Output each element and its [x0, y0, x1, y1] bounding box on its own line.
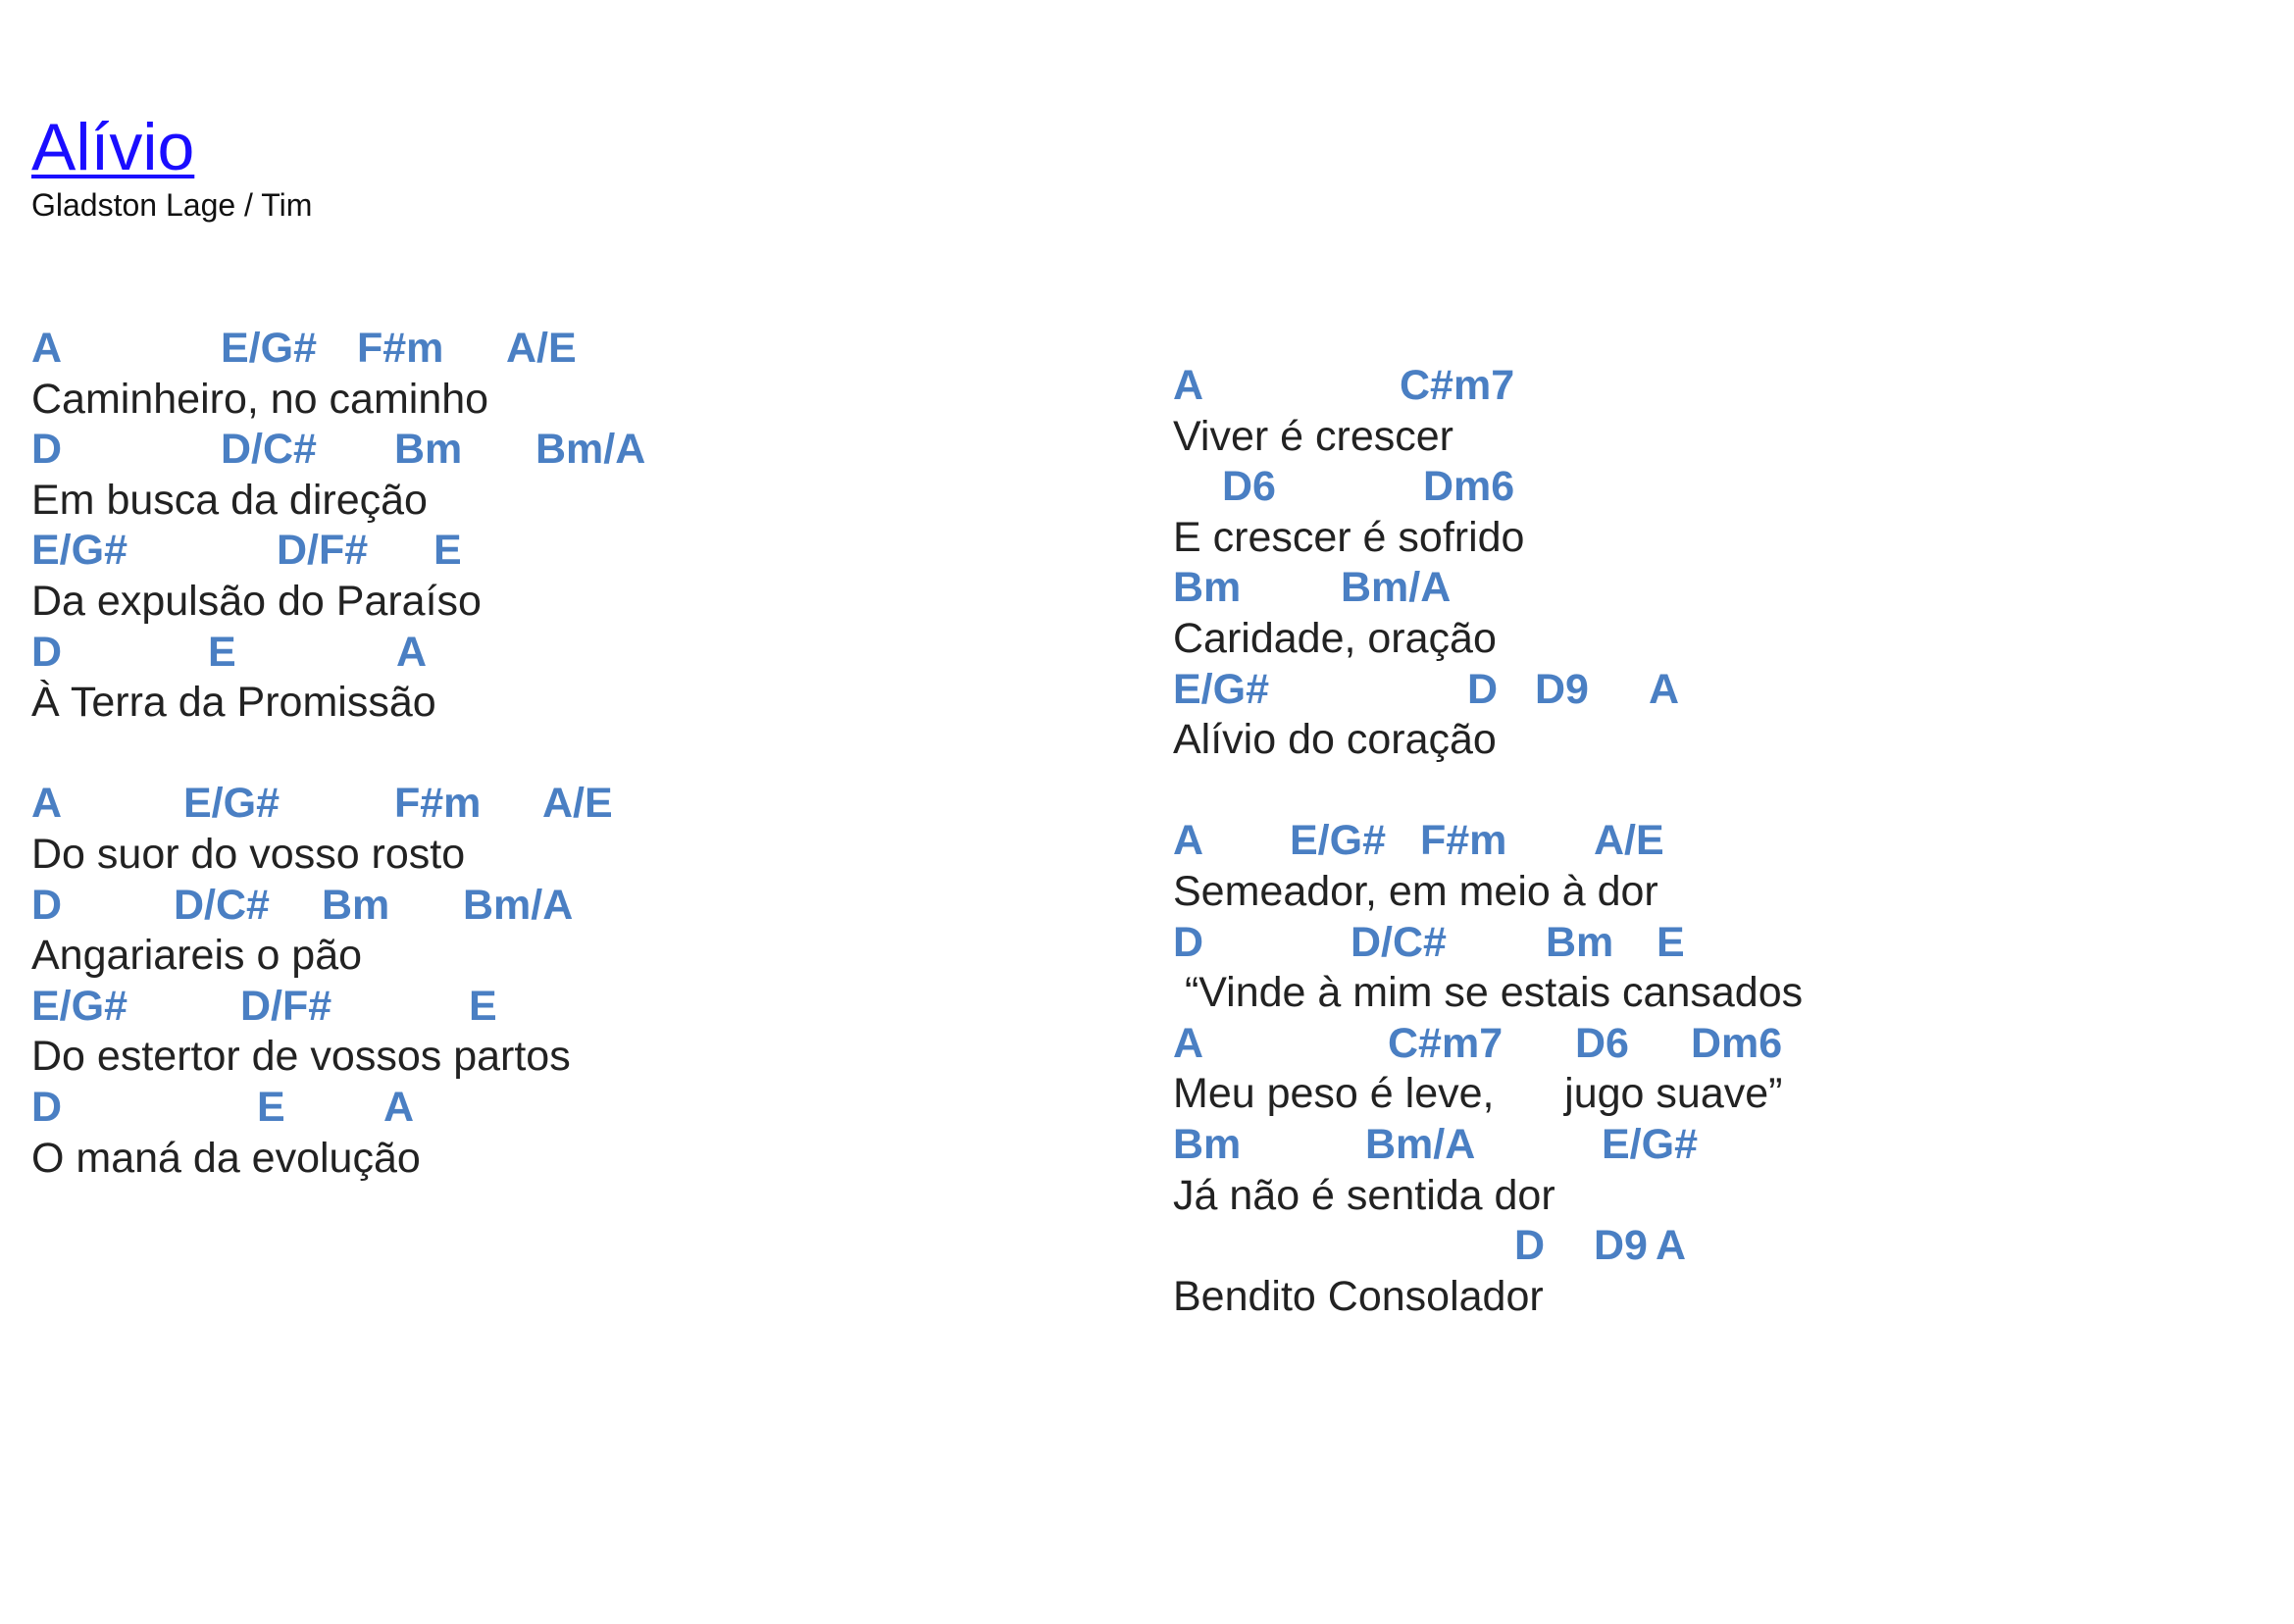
lyric-line: Caminheiro, no caminho	[31, 375, 489, 423]
chord: F#m	[1420, 817, 1507, 865]
chord: D6	[1222, 463, 1276, 511]
chord: D9	[1535, 665, 1589, 713]
chord-line: Bm Bm/A	[1173, 563, 2271, 614]
chord: Dm6	[1691, 1019, 1783, 1067]
lyric-line: Alívio do coração	[1173, 716, 1497, 764]
chord-line: Bm Bm/A E/G#	[1173, 1120, 2271, 1171]
chord: D/C#	[1351, 918, 1447, 966]
chord: D	[31, 1083, 63, 1131]
chord: Bm/A	[1365, 1120, 1476, 1168]
chord: D	[31, 628, 63, 676]
chord: Dm6	[1423, 463, 1515, 511]
chord-line: E/G# D/F# E	[31, 526, 1130, 577]
chord: E	[1657, 918, 1685, 966]
chord: C#m7	[1388, 1019, 1504, 1067]
lyric-line: “Vinde à mim se estais cansados	[1173, 969, 1804, 1017]
chord: A	[1649, 665, 1680, 713]
chord: F#m	[357, 325, 444, 372]
chord: A/E	[506, 325, 577, 372]
lyric-line: Meu peso é leve, jugo suave”	[1173, 1070, 1783, 1118]
lyric-line: Viver é crescer	[1173, 412, 1453, 460]
chord: Bm	[322, 881, 390, 929]
chord: A/E	[1594, 817, 1664, 865]
chord: Bm	[1173, 564, 1242, 612]
chord: E	[208, 628, 236, 676]
chord: A	[31, 325, 63, 372]
chord: E/G#	[1602, 1120, 1698, 1168]
chord: E	[257, 1083, 285, 1131]
chord-line: A E/G# F#m A/E	[31, 324, 1130, 375]
chord: Bm	[1173, 1120, 1242, 1168]
chord: A	[1173, 362, 1204, 409]
chord: A	[383, 1083, 415, 1131]
lyric-line: Em busca da direção	[31, 476, 428, 524]
chord: D	[1173, 918, 1204, 966]
chord: A	[31, 780, 63, 828]
chord: Bm/A	[463, 881, 574, 929]
chord-line: E/G# D/F# E	[31, 982, 1130, 1033]
chord: Bm	[1546, 918, 1614, 966]
chord: D/C#	[221, 426, 317, 474]
chord: E	[469, 982, 497, 1030]
chord-line: A C#m7	[1173, 361, 2271, 412]
stanza-gap	[1173, 766, 2271, 817]
lyric-line: Caridade, oração	[1173, 614, 1497, 662]
chord: D	[1514, 1222, 1546, 1270]
chord: A/E	[542, 780, 613, 828]
chord: E/G#	[221, 325, 317, 372]
stanza-gap	[31, 729, 1130, 780]
chord: A	[1173, 817, 1204, 865]
chord-line: D D/C# Bm Bm/A	[31, 425, 1130, 476]
lyric-line: Do estertor de vossos partos	[31, 1033, 571, 1081]
chord: D/F#	[240, 982, 332, 1030]
chord: D	[31, 426, 63, 474]
lyric-line: E crescer é sofrido	[1173, 513, 1525, 561]
chord: D	[1467, 665, 1499, 713]
chord: D6	[1575, 1019, 1629, 1067]
chord: E	[433, 527, 462, 575]
chord-line: D D/C# Bm E	[1173, 918, 2271, 969]
chord-line: D D/C# Bm Bm/A	[31, 881, 1130, 932]
lyric-line: Já não é sentida dor	[1173, 1171, 1555, 1219]
lyric-line: À Terra da Promissão	[31, 679, 436, 727]
chord-line: A E/G# F#m A/E	[31, 779, 1130, 830]
lyric-line: O maná da evolução	[31, 1134, 421, 1182]
chord: D/F#	[277, 527, 369, 575]
chord: D/C#	[174, 881, 270, 929]
chord: E/G#	[1173, 665, 1269, 713]
chord: E/G#	[1290, 817, 1386, 865]
lyric-line: Semeador, em meio à dor	[1173, 867, 1658, 915]
chord: Bm/A	[535, 426, 646, 474]
chord-line: A E/G# F#m A/E	[1173, 816, 2271, 867]
chord-line: A C#m7 D6 Dm6	[1173, 1019, 2271, 1070]
song-title[interactable]: Alívio	[31, 110, 195, 184]
chord: E/G#	[183, 780, 280, 828]
chord: E/G#	[31, 527, 127, 575]
lyric-line: Do suor do vosso rosto	[31, 830, 466, 878]
lyric-line: Bendito Consolador	[1173, 1272, 1544, 1320]
chord: Bm/A	[1341, 564, 1452, 612]
chord: A	[1173, 1019, 1204, 1067]
chord: Bm	[394, 426, 463, 474]
song-authors: Gladston Lage / Tim	[31, 187, 313, 223]
chord: A	[396, 628, 428, 676]
chord: C#m7	[1400, 362, 1515, 409]
chord: F#m	[394, 780, 482, 828]
lyric-line: Angariareis o pão	[31, 932, 363, 980]
lyric-line: Da expulsão do Paraíso	[31, 577, 482, 625]
chord: D	[31, 881, 63, 929]
chord-line: D6 Dm6	[1173, 462, 2271, 513]
chord-line: E/G# D D9 A	[1173, 665, 2271, 716]
chord: A	[1656, 1222, 1687, 1270]
chord: D9	[1594, 1222, 1648, 1270]
chord: E/G#	[31, 982, 127, 1030]
